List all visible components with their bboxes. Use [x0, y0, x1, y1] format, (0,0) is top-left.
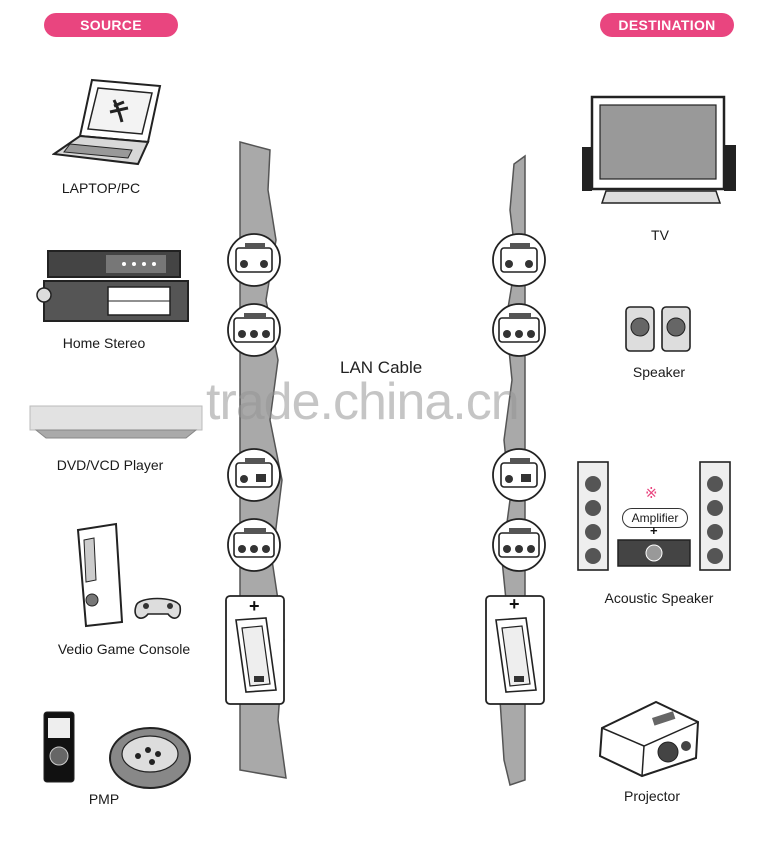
left-wallplate [225, 595, 285, 705]
left-connector-3 [227, 448, 281, 502]
right-wallplate [485, 595, 545, 705]
left-connector-4 [227, 518, 281, 572]
home-stereo-icon [36, 250, 189, 322]
acoustic-speaker-icon [577, 461, 731, 571]
source-header: SOURCE [44, 13, 178, 37]
right-connector-1 [492, 233, 546, 287]
game-console-icon [76, 522, 182, 628]
projector-icon [598, 700, 700, 778]
left-connector-1 [227, 233, 281, 287]
right-connector-4 [492, 518, 546, 572]
dvd-player-icon [29, 405, 203, 439]
left-connector-2 [227, 303, 281, 357]
amplifier-label: Amplifier [622, 508, 688, 528]
source-label-dvd: DVD/VCD Player [56, 457, 164, 473]
right-wallplate-plus: + [509, 594, 520, 614]
lan-cable-label: LAN Cable [340, 358, 423, 377]
destination-header: DESTINATION [600, 13, 734, 37]
right-connector-3 [492, 448, 546, 502]
pmp-icon [43, 711, 191, 789]
tv-icon [582, 95, 736, 204]
left-wallplate-plus: + [249, 596, 260, 616]
source-label-pmp: PMP [88, 791, 120, 807]
watermark: trade.china.cn [206, 373, 520, 431]
source-label-home-stereo: Home Stereo [62, 335, 146, 351]
dest-label-acoustic-speaker: Acoustic Speaker [604, 590, 714, 606]
dest-label-speaker: Speaker [632, 364, 686, 380]
amplifier-plus: + [650, 523, 658, 538]
dest-label-projector: Projector [623, 788, 681, 804]
speaker-icon [625, 306, 691, 352]
dest-label-tv: TV [651, 227, 669, 243]
laptop-icon [52, 78, 162, 166]
source-label-game-console: Vedio Game Console [57, 641, 191, 657]
source-label-laptop: LAPTOP/PC [61, 180, 141, 196]
amplifier-mark: ※ [645, 485, 658, 502]
right-connector-2 [492, 303, 546, 357]
